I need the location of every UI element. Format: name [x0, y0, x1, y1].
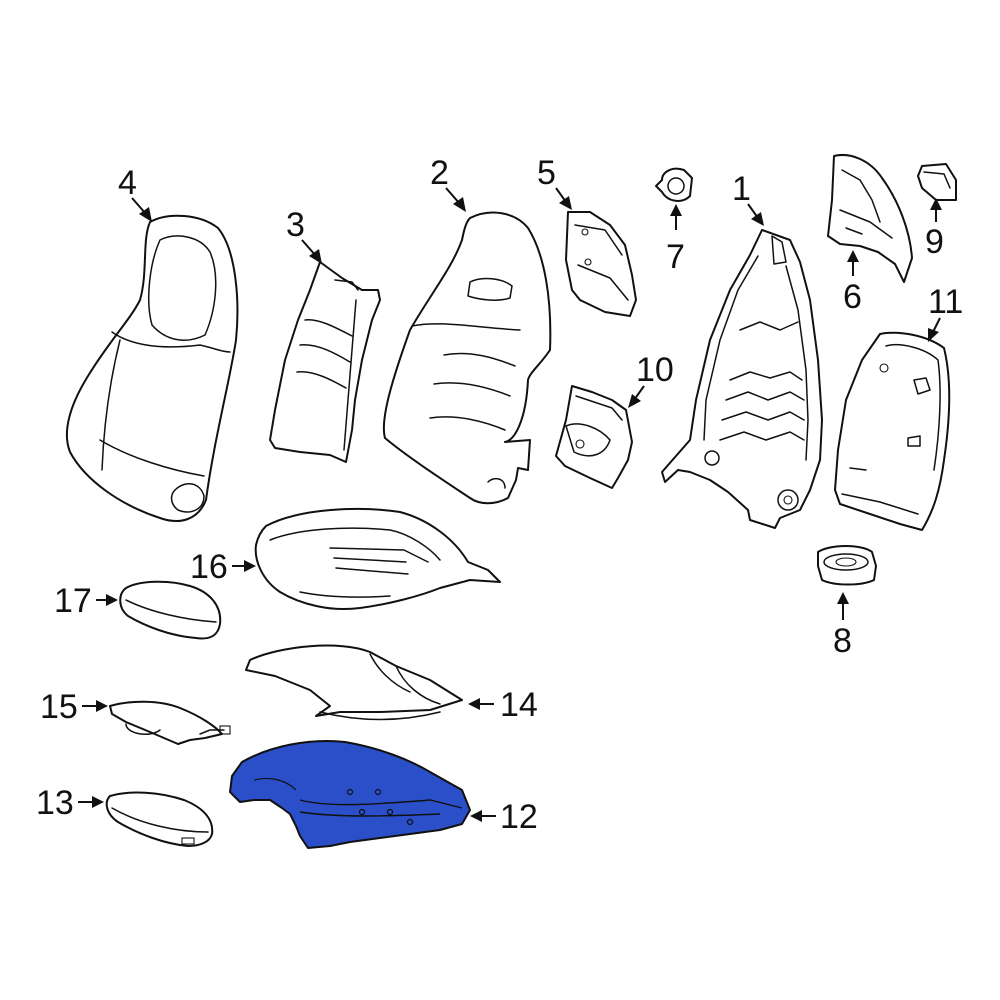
part-5-bracket[interactable]	[565, 211, 637, 317]
part-15-heater-mat[interactable]	[109, 700, 231, 745]
callout-label-12: 12	[500, 798, 538, 836]
callout-2: 2	[430, 154, 466, 212]
part-10-plate[interactable]	[555, 385, 633, 489]
part-2-backrest-cushion[interactable]	[382, 211, 552, 505]
callout-8: 8	[833, 592, 852, 660]
callout-label-11: 11	[928, 283, 963, 321]
callout-label-6: 6	[843, 278, 862, 316]
part-3-backrest-panel[interactable]	[269, 261, 381, 463]
callout-16: 16	[190, 548, 256, 586]
part-8-clip[interactable]	[817, 545, 877, 586]
callout-label-15: 15	[40, 688, 78, 726]
callout-label-8: 8	[833, 622, 852, 660]
part-13-side-pad[interactable]	[105, 791, 214, 847]
part-16-seat-cover[interactable]	[254, 507, 501, 611]
callout-6: 6	[843, 250, 862, 316]
part-14-seat-pad[interactable]	[245, 644, 463, 721]
callout-1: 1	[732, 170, 764, 226]
part-9-cap[interactable]	[917, 163, 957, 201]
callout-7: 7	[666, 204, 685, 276]
callout-label-4: 4	[118, 164, 137, 202]
callout-12: 12	[470, 798, 538, 836]
callout-label-7: 7	[666, 238, 685, 276]
callout-14: 14	[468, 686, 538, 724]
callout-label-3: 3	[286, 206, 305, 244]
callout-5: 5	[537, 154, 572, 210]
callout-3: 3	[286, 206, 322, 264]
part-4-backrest-cover[interactable]	[65, 214, 239, 522]
callout-label-17: 17	[54, 582, 92, 620]
callout-label-5: 5	[537, 154, 556, 192]
callout-13: 13	[36, 784, 104, 822]
callout-label-14: 14	[500, 686, 538, 724]
callout-label-13: 13	[36, 784, 74, 822]
callout-10: 10	[628, 351, 674, 408]
callout-4: 4	[118, 164, 152, 222]
callout-11: 11	[928, 283, 963, 342]
part-1-backrest-frame[interactable]	[661, 229, 823, 529]
callout-label-1: 1	[732, 170, 751, 208]
callout-9: 9	[925, 198, 944, 261]
part-11-back-panel[interactable]	[834, 331, 951, 531]
callout-label-10: 10	[636, 351, 674, 389]
callout-label-16: 16	[190, 548, 228, 586]
part-17-side-pad[interactable]	[119, 580, 222, 640]
callout-label-9: 9	[925, 223, 944, 261]
callout-17: 17	[54, 582, 118, 620]
part-6-side-trim[interactable]	[827, 154, 913, 283]
callout-label-2: 2	[430, 154, 449, 192]
part-12-seat-cushion-highlighted[interactable]	[229, 739, 471, 849]
callout-15: 15	[40, 688, 108, 726]
part-7-clip[interactable]	[655, 167, 693, 202]
